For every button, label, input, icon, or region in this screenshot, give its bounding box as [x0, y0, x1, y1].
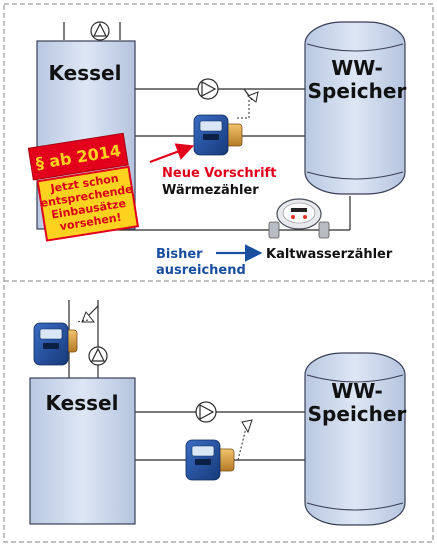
red-arrow	[149, 143, 195, 164]
pump-icon	[88, 346, 108, 366]
outer-frame	[3, 3, 434, 543]
heat-meter-icon	[33, 322, 78, 366]
bottom-storage-label-2: Speicher	[308, 402, 407, 426]
bottom-storage-label-1: WW-	[331, 379, 383, 403]
bottom-boiler	[29, 377, 136, 525]
bottom-storage-tank	[304, 352, 406, 526]
temperature-sensor-icon	[75, 305, 99, 323]
previous-label-2: ausreichend	[156, 263, 246, 278]
new-rule-label: Neue Vorschrift	[162, 166, 276, 181]
heat-meter-icon	[185, 439, 235, 481]
regulation-badge: § ab 2014 Jetzt schon entsprechende Einb…	[27, 132, 140, 242]
pump-icon	[195, 401, 217, 423]
bottom-section: Kessel WW- Speicher	[29, 300, 407, 526]
top-storage-label-1: WW-	[331, 56, 383, 80]
pump-icon	[90, 21, 110, 41]
bottom-boiler-label: Kessel	[46, 391, 119, 415]
top-section: Kessel WW- Speicher	[27, 21, 407, 278]
top-storage-label-2: Speicher	[308, 79, 407, 103]
cold-meter-label: Kaltwasserzähler	[266, 247, 393, 262]
heat-meter-label: Wärmezähler	[162, 183, 259, 198]
heat-meter-icon	[193, 114, 243, 156]
water-meter-icon	[268, 198, 330, 239]
top-boiler-label: Kessel	[49, 61, 122, 85]
temperature-sensor-icon	[237, 419, 253, 461]
previous-label-1: Bisher	[156, 247, 203, 262]
pump-icon	[197, 78, 219, 100]
top-storage-tank	[304, 21, 406, 195]
temperature-sensor-icon	[237, 88, 259, 119]
